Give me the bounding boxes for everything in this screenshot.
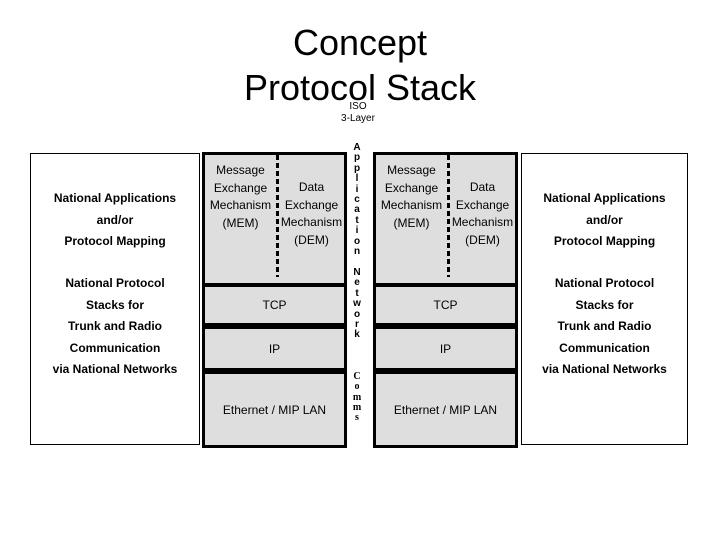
left-tcp-box: TCP — [202, 284, 347, 326]
right-tcp-box: TCP — [373, 284, 518, 326]
slide-title-line1: Concept — [292, 22, 428, 63]
left-ethernet-box: Ethernet / MIP LAN — [202, 371, 347, 448]
left-ip-box: IP — [202, 326, 347, 371]
right-tcp-label: TCP — [433, 298, 458, 312]
right-ip-label: IP — [439, 341, 452, 356]
right-ip-box: IP — [373, 326, 518, 371]
subtitle-3layer: 3-Layer — [341, 112, 375, 124]
slide-subtitle: ISO 3-Layer — [298, 101, 418, 124]
left-mem-dem-divider — [276, 155, 279, 277]
right-ethernet-label: Ethernet / MIP LAN — [393, 402, 498, 417]
subtitle-iso: ISO — [349, 101, 367, 112]
left-tcp-label: TCP — [262, 298, 287, 312]
left-ethernet-label: Ethernet / MIP LAN — [222, 402, 327, 417]
right-mem-dem-divider — [447, 155, 450, 277]
slide-title-line2: Protocol Stack — [243, 67, 477, 108]
left-ip-label: IP — [268, 341, 281, 356]
slide-title: Concept Protocol Stack — [0, 20, 720, 110]
right-ethernet-box: Ethernet / MIP LAN — [373, 371, 518, 448]
